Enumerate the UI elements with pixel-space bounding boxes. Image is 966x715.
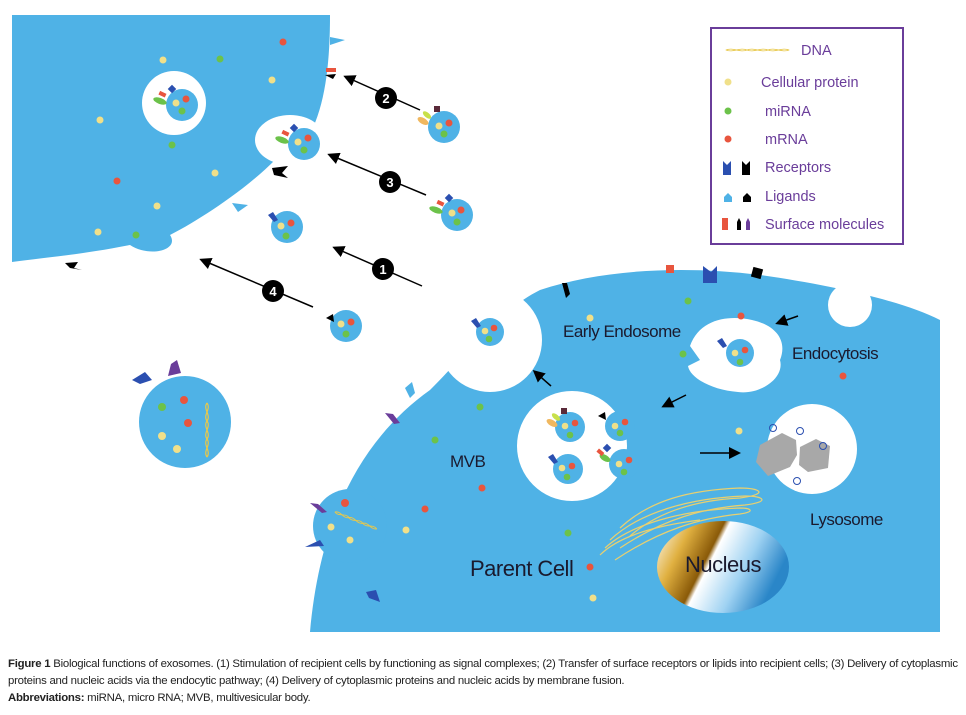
early-endosome-exosome: [471, 318, 504, 346]
budding-vesicle: [305, 489, 387, 563]
surface-molecules-icon: [722, 218, 750, 230]
legend-label-receptors: Receptors: [765, 160, 831, 176]
lysosome-label: Lysosome: [810, 510, 883, 529]
svg-text:4: 4: [269, 284, 277, 299]
abbreviations: Abbreviations: miRNA, micro RNA; MVB, mu…: [8, 690, 963, 707]
free-exosome-1: [268, 211, 303, 243]
svg-text:1: 1: [379, 262, 386, 277]
ligands-icon: [724, 193, 751, 202]
parent-cell-label: Parent Cell: [470, 556, 573, 581]
cellular-protein-dot: [724, 78, 732, 86]
caption-main: Figure 1 Biological functions of exosome…: [8, 656, 963, 690]
figure-number: Figure 1: [8, 658, 51, 670]
mrna-dot: [724, 135, 732, 143]
svg-text:3: 3: [386, 175, 393, 190]
mvb-exosomes: [546, 408, 639, 484]
free-exosome-2: [417, 106, 460, 143]
receptors-icon: [723, 161, 750, 175]
surface-markers: [366, 265, 764, 602]
cytoplasm-dots: [402, 297, 847, 602]
figure-caption: Figure 1 Biological functions of exosome…: [8, 656, 963, 707]
pathway-number-2: 2: [375, 87, 397, 109]
legend-label-ligands: Ligands: [765, 189, 816, 205]
recipient-cell: [12, 15, 345, 270]
dna-exosome: [132, 360, 231, 468]
legend-label-dna: DNA: [801, 43, 832, 59]
exosome-diagram: 2 3 1 4: [12, 15, 940, 632]
mirna-dot: [724, 107, 732, 115]
legend-label-mirna: miRNA: [765, 104, 811, 120]
internal-arrows: [532, 314, 799, 459]
abbreviations-text: miRNA, micro RNA; MVB, multivesicular bo…: [84, 692, 311, 704]
free-exosome-4: [326, 310, 362, 342]
legend-label-surface-molecules: Surface molecules: [765, 217, 884, 233]
legend: DNA Cellular protein miRNA mRNA Receptor…: [710, 27, 904, 245]
lysosome-contents: [756, 424, 830, 485]
svg-text:2: 2: [382, 91, 389, 106]
nucleus: [657, 521, 789, 613]
fusing-exosome: [275, 123, 320, 160]
legend-label-mrna: mRNA: [765, 132, 808, 148]
cytoplasm-dots: [94, 38, 287, 239]
free-exosome-3: [429, 193, 473, 231]
early-endosome-label: Early Endosome: [563, 322, 681, 341]
endocytosis-exosome: [717, 338, 754, 367]
parent-cell: [310, 265, 940, 632]
endocytosis-label: Endocytosis: [792, 344, 878, 363]
internalized-exosome: [153, 84, 198, 121]
mvb-label: MVB: [450, 452, 486, 471]
pathway-number-3: 3: [379, 171, 401, 193]
pathway-number-1: 1: [372, 258, 394, 280]
abbreviations-label: Abbreviations:: [8, 692, 85, 704]
legend-label-cellular-protein: Cellular protein: [761, 75, 859, 91]
nucleus-label: Nucleus: [685, 552, 761, 577]
caption-text: Biological functions of exosomes. (1) St…: [8, 658, 958, 687]
pathway-number-4: 4: [262, 280, 284, 302]
golgi-apparatus: [599, 487, 763, 561]
